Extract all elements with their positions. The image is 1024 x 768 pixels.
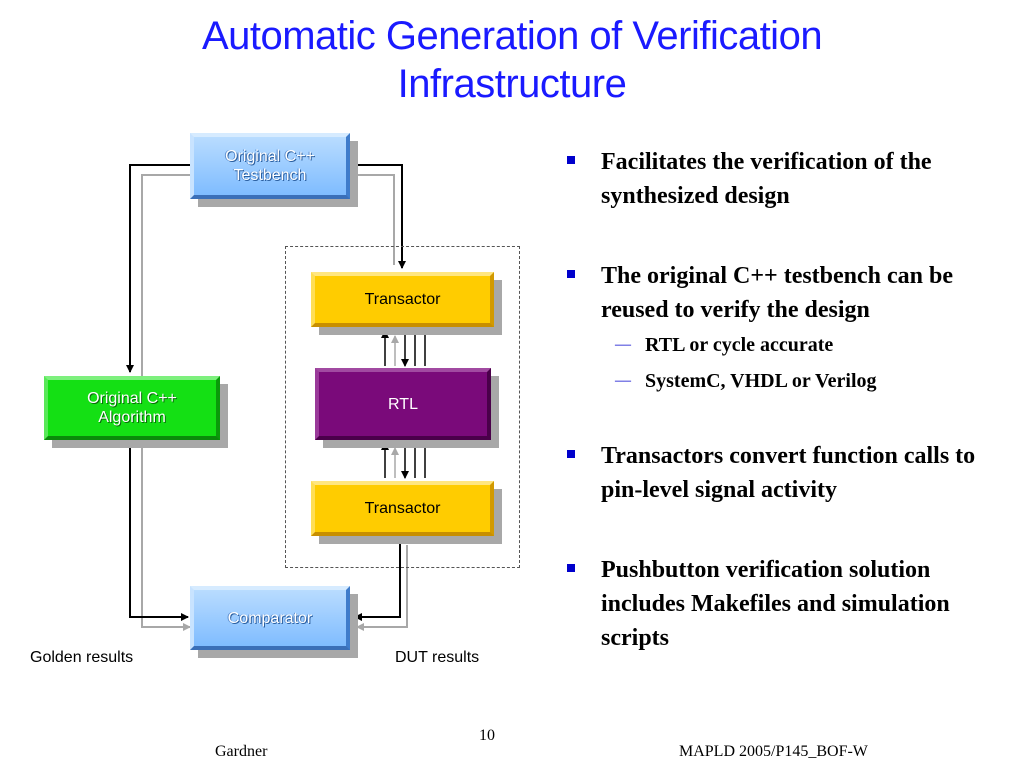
page-number: 10 <box>479 727 495 744</box>
bullet-list: Facilitates the verification of the synt… <box>565 145 1010 655</box>
bullet-item: Pushbutton verification solution include… <box>565 553 1010 655</box>
rtl-label: RTL <box>388 395 418 413</box>
testbench-label-line-1: Original C++ <box>225 148 315 165</box>
testbench-box: Original C++ Testbench <box>190 133 350 199</box>
bullet-item: The original C++ testbench can be reused… <box>565 259 1010 327</box>
comparator-label: Comparator <box>227 609 313 627</box>
verification-diagram: Original C++ Testbench Transactor RTL Tra… <box>0 0 540 700</box>
dut-results-label: DUT results <box>395 649 480 666</box>
sub-bullet-item: — SystemC, VHDL or Verilog <box>565 363 1010 399</box>
bullet-square-icon <box>567 156 575 164</box>
signal-lines-bottom <box>381 442 426 479</box>
bullet-item: Transactors convert function calls to pi… <box>565 439 1010 507</box>
testbench-label-line-2: Testbench <box>233 167 307 184</box>
sub-bullet-item: — RTL or cycle accurate <box>565 327 1010 363</box>
algorithm-label-line-2: Algorithm <box>98 409 166 426</box>
golden-results-label: Golden results <box>30 649 134 666</box>
footer-author: Gardner <box>215 743 268 760</box>
bullet-square-icon <box>567 450 575 458</box>
dash-icon: — <box>615 372 631 389</box>
bullet-text: Pushbutton verification solution include… <box>601 557 950 651</box>
slide-title-line-1: Automatic Generation of Verification <box>201 14 823 58</box>
transactor-top-label: Transactor <box>364 291 441 308</box>
transactor-bottom-box: Transactor <box>311 481 494 536</box>
signal-lines-top <box>381 330 426 367</box>
dash-icon: — <box>615 336 631 353</box>
bullet-text: Facilitates the verification of the synt… <box>601 149 932 209</box>
slide-title: Automatic Generation of Verification Inf… <box>0 12 1024 108</box>
slide-title-line-2: Infrastructure <box>397 62 627 106</box>
comparator-box: Comparator <box>190 586 350 650</box>
black-connector-lines <box>126 164 406 621</box>
algorithm-label-line-1: Original C++ <box>87 390 177 407</box>
bullet-square-icon <box>567 270 575 278</box>
sub-bullet-text: SystemC, VHDL or Verilog <box>645 370 877 392</box>
dut-boundary <box>285 246 520 568</box>
bullet-text: Transactors convert function calls to pi… <box>601 443 976 503</box>
rtl-box: RTL <box>315 368 491 440</box>
bullet-item: Facilitates the verification of the synt… <box>565 145 1010 213</box>
sub-bullet-text: RTL or cycle accurate <box>645 334 834 356</box>
bullet-text: The original C++ testbench can be reused… <box>601 263 954 323</box>
transactor-top-box: Transactor <box>311 272 494 327</box>
bullet-square-icon <box>567 564 575 572</box>
transactor-bottom-label: Transactor <box>364 500 441 517</box>
algorithm-box: Original C++ Algorithm <box>44 376 220 440</box>
footer-event: MAPLD 2005/P145_BOF-W <box>679 743 868 760</box>
